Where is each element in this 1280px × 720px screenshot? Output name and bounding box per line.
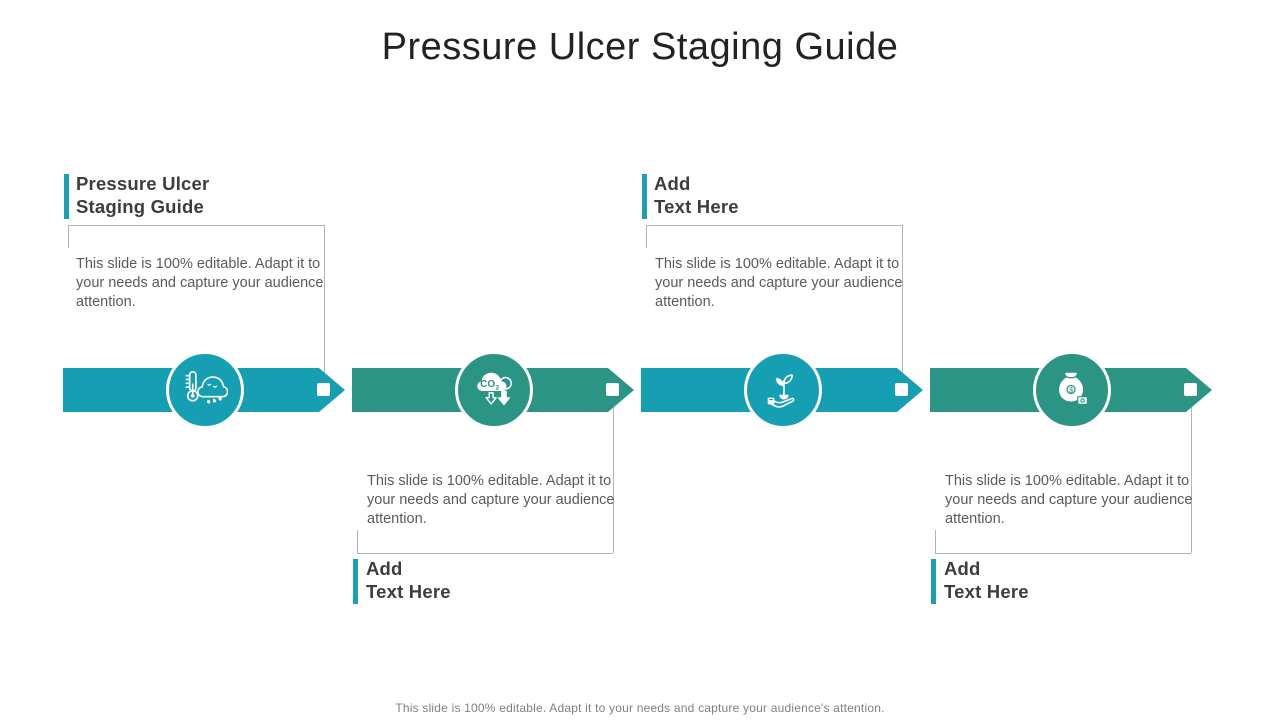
heading-accent-bar [931, 559, 936, 604]
heading-accent-bar [642, 174, 647, 219]
arrow-marker-square [1184, 383, 1197, 396]
slide-title: Pressure Ulcer Staging Guide [381, 26, 899, 68]
step-icon-circle: CO 2 [455, 351, 533, 429]
step-body-text[interactable]: This slide is 100% editable. Adapt it to… [945, 473, 1193, 527]
svg-text:CO: CO [480, 379, 495, 390]
callout-box-stub [646, 225, 647, 248]
heading-accent-bar [353, 559, 358, 604]
heading-line-2: Text Here [654, 196, 739, 217]
svg-text:2: 2 [495, 385, 499, 392]
heading-line-1: Add [366, 558, 403, 579]
heading-line-1: Add [944, 558, 981, 579]
heading-line-2: Text Here [944, 581, 1029, 602]
callout-box-stub [357, 530, 358, 553]
heading-line-2: Text Here [366, 581, 451, 602]
callout-box-line [646, 225, 902, 226]
arrow-marker-square [606, 383, 619, 396]
arrow-marker-square [895, 383, 908, 396]
step-icon-circle [744, 351, 822, 429]
thermometer-humidity-icon [185, 370, 228, 404]
step-icon-circle: $ [1033, 351, 1111, 429]
callout-box-stub [68, 225, 69, 248]
step-heading[interactable]: Pressure Ulcer Staging Guide [76, 172, 209, 218]
heading-line-1: Pressure Ulcer [76, 173, 210, 194]
slide-footer-note: This slide is 100% editable. Adapt it to… [395, 701, 885, 715]
step-body-text[interactable]: This slide is 100% editable. Adapt it to… [76, 256, 324, 310]
co2-reduction-icon: CO 2 [477, 372, 513, 406]
svg-text:$: $ [1069, 385, 1074, 394]
money-bag-icon: $ [1059, 372, 1088, 405]
connector-line [324, 225, 325, 383]
step-heading[interactable]: Add Text Here [366, 557, 451, 603]
callout-box-stub [935, 530, 936, 553]
plant-growth-icon [767, 374, 795, 408]
step-body-text[interactable]: This slide is 100% editable. Adapt it to… [367, 473, 615, 527]
step-heading[interactable]: Add Text Here [944, 557, 1029, 603]
connector-line [1191, 400, 1192, 553]
heading-line-1: Add [654, 173, 691, 194]
arrow-marker-square [317, 383, 330, 396]
callout-box-line [68, 225, 324, 226]
step-heading[interactable]: Add Text Here [654, 172, 739, 218]
heading-line-2: Staging Guide [76, 196, 204, 217]
heading-accent-bar [64, 174, 69, 219]
callout-box-line [935, 553, 1191, 554]
step-body-text[interactable]: This slide is 100% editable. Adapt it to… [655, 256, 903, 310]
connector-line [613, 400, 614, 553]
connector-line [902, 225, 903, 383]
step-icon-circle [166, 351, 244, 429]
callout-box-line [357, 553, 613, 554]
